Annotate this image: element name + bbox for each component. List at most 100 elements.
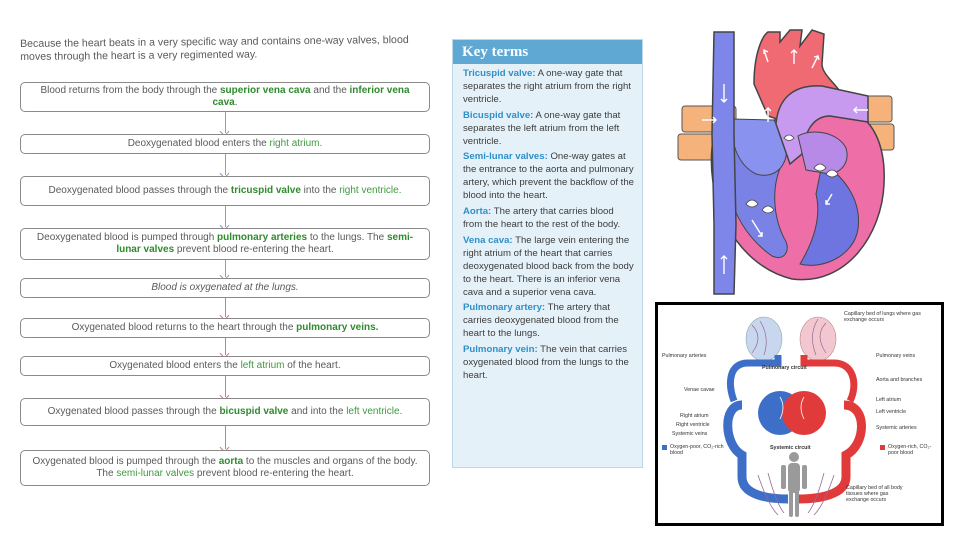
key-term-name: Semi-lunar valves:	[463, 151, 548, 163]
flow-arrow	[225, 338, 226, 355]
flow-arrow	[225, 112, 226, 133]
flow-step-text: pulmonary veins.	[296, 321, 379, 333]
key-term-name: Pulmonary vein:	[463, 344, 538, 356]
legend-swatch-poor	[662, 445, 667, 450]
key-term-name: Pulmonary artery:	[463, 302, 546, 314]
circulation-diagram: Pulmonary circuit Systemic circuit Capil…	[655, 302, 944, 526]
legend-rich-text: Oxygen-rich, CO₂-poor blood	[888, 444, 932, 457]
flow-arrow	[225, 260, 226, 277]
flow-step-text: right atrium.	[269, 137, 323, 149]
flow-step-text: semi-lunar valves	[116, 468, 195, 479]
label-capillary-lungs: Capillary bed of lungs where gas exchang…	[844, 311, 921, 324]
key-term-definition: A one-way gate that separates the left a…	[463, 109, 621, 147]
flow-step-text: inferior vena cava	[212, 84, 410, 109]
flow-step-3: Deoxygenated blood passes through the tr…	[20, 176, 430, 206]
flow-arrow	[225, 154, 226, 175]
flow-step-text: aorta	[218, 455, 244, 467]
flow-step-text: and the	[310, 84, 350, 96]
flow-step-text: prevent blood re-entering the heart.	[194, 468, 354, 479]
systemic-arteries-pipe	[797, 400, 866, 504]
key-terms-box: Key terms Tricuspid valve: A one-way gat…	[452, 39, 643, 468]
label-systemic-circuit: Systemic circuit	[770, 445, 811, 451]
flow-step-9: Oxygenated blood is pumped through the a…	[20, 450, 430, 486]
key-term-2: Bicuspid valve: A one-way gate that sepa…	[463, 110, 635, 149]
flow-step-text: prevent blood re-entering the heart.	[174, 244, 334, 255]
flow-step-text: Oxygenated blood is pumped through the	[32, 455, 219, 467]
key-term-definition: The large vein entering the right atrium…	[463, 234, 634, 298]
flow-step-text: Blood returns from the body through the	[40, 84, 220, 96]
flow-step-text: superior vena cava	[220, 84, 311, 96]
key-term-name: Tricuspid valve:	[463, 68, 536, 79]
flow-step-text: and into the	[288, 405, 347, 417]
circulation-graphic	[662, 316, 885, 517]
flow-step-text: left ventricle.	[346, 405, 403, 417]
flow-step-text: tricuspid valve	[230, 184, 301, 196]
label-systemic-arteries: Systemic arteries	[876, 425, 917, 431]
key-term-name: Aorta:	[463, 206, 492, 218]
label-left-ventricle: Left ventricle	[876, 409, 907, 415]
key-term-6: Pulmonary artery: The artery that carrie…	[463, 302, 635, 341]
legend-swatch-rich	[880, 445, 885, 450]
flow-step-text: Blood is oxygenated at the lungs.	[151, 281, 299, 293]
flow-step-1: Blood returns from the body through the …	[20, 82, 430, 112]
flow-step-4: Deoxygenated blood is pumped through pul…	[20, 228, 430, 260]
flow-step-text: bicuspid valve	[219, 405, 289, 417]
flow-arrow	[225, 426, 226, 449]
key-term-definition: One-way gates at the entrance to the aor…	[463, 151, 634, 202]
label-left-atrium: Left atrium	[876, 397, 902, 403]
key-term-name: Vena cava:	[463, 234, 513, 246]
key-term-4: Aorta: The artery that carries blood fro…	[463, 206, 635, 232]
flow-step-text: of the heart.	[284, 359, 341, 371]
key-term-definition: A one-way gate that separates the right …	[463, 68, 631, 105]
flow-step-2: Deoxygenated blood enters the right atri…	[20, 134, 430, 154]
key-term-definition: The artery that carries blood from the h…	[463, 206, 621, 230]
flow-arrow	[225, 206, 226, 227]
heart-left-side	[782, 391, 826, 435]
flow-step-text: right ventricle.	[339, 184, 402, 196]
human-figure-icon	[781, 452, 807, 517]
key-term-definition: The artery that carries deoxygenated blo…	[463, 302, 619, 340]
key-term-definition: The vein that carries oxygenated blood f…	[463, 344, 629, 381]
key-term-1: Tricuspid valve: A one-way gate that sep…	[463, 68, 635, 107]
label-pulmonary-circuit: Pulmonary circuit	[762, 365, 807, 371]
label-pulmonary-arteries: Pulmonary arteries	[662, 353, 707, 359]
intro-text: Because the heart beats in a very specif…	[20, 33, 409, 63]
flow-step-text: Deoxygenated blood enters the	[127, 137, 270, 149]
flow-arrow	[225, 376, 226, 397]
capillary-bed-body	[757, 472, 835, 516]
pulmonary-artery-pipe	[727, 355, 782, 403]
label-right-atrium: Right atrium	[680, 413, 709, 419]
flow-step-text: left atrium	[240, 359, 285, 371]
flow-step-text: Deoxygenated blood is pumped through	[36, 231, 218, 243]
systemic-veins-pipe	[723, 400, 789, 504]
lungs	[745, 316, 837, 362]
flow-arrows	[702, 48, 868, 274]
label-right-ventricle: Right ventricle	[676, 422, 710, 428]
key-term-7: Pulmonary vein: The vein that carries ox…	[463, 344, 635, 383]
flow-step-text: to the lungs. The	[307, 231, 387, 243]
flow-step-text: pulmonary arteries	[217, 231, 308, 243]
label-vena-cavae: Venae cavae	[684, 387, 715, 393]
label-capillary-body: Capillary bed of all body tissues where …	[846, 485, 903, 504]
key-term-3: Semi-lunar valves: One-way gates at the …	[463, 151, 635, 203]
flow-step-text: semi-lunar valves	[116, 231, 414, 256]
flow-step-text: Deoxygenated blood passes through the	[48, 184, 231, 196]
flow-step-5: Blood is oxygenated at the lungs.	[20, 278, 430, 298]
vena-cava	[711, 31, 737, 295]
heart-valves	[745, 134, 839, 214]
flow-step-6: Oxygenated blood returns to the heart th…	[20, 318, 430, 338]
heart-diagram	[677, 29, 895, 295]
legend-poor-text: Oxygen-poor, CO₂-rich blood	[670, 444, 724, 457]
key-terms-list: Tricuspid valve: A one-way gate that sep…	[463, 68, 635, 386]
flow-step-text: .	[234, 97, 238, 108]
label-pulmonary-veins: Pulmonary veins	[876, 353, 916, 359]
flow-step-text: Oxygenated blood returns to the heart th…	[71, 321, 297, 333]
flow-step-text: Oxygenated blood passes through the	[47, 405, 220, 417]
left-ventricle	[799, 163, 860, 266]
key-term-5: Vena cava: The large vein entering the r…	[463, 235, 635, 300]
key-term-name: Bicuspid valve:	[463, 109, 534, 121]
flow-arrow	[225, 298, 226, 317]
label-aorta-branches: Aorta and branches	[876, 377, 923, 383]
label-systemic-veins: Systemic veins	[672, 431, 708, 437]
